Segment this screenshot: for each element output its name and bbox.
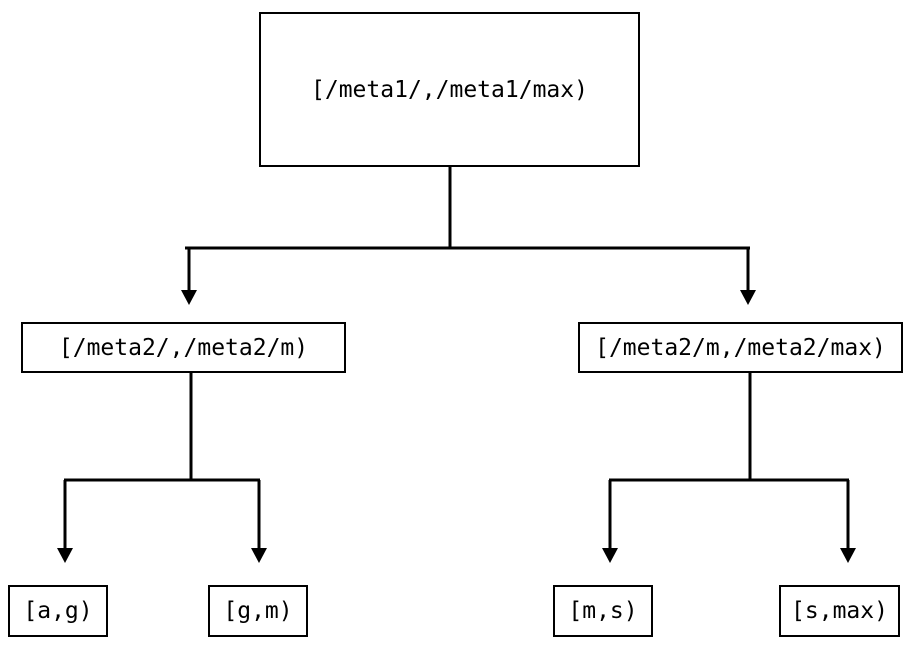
arrowhead-root-to-mid-right xyxy=(740,290,756,305)
node-leaf-a-g[interactable]: [a,g) xyxy=(8,585,108,637)
arrowhead-mid-right-to-leaf-ms xyxy=(602,548,618,563)
arrowhead-root-to-mid-left xyxy=(181,290,197,305)
node-leaf-g-m[interactable]: [g,m) xyxy=(208,585,308,637)
node-leaf-m-s-label: [m,s) xyxy=(568,598,638,624)
node-leaf-s-max-label: [s,max) xyxy=(791,598,888,624)
edge-mid-left-to-leaves-group xyxy=(57,373,267,563)
node-mid-right-label: [/meta2/m,/meta2/max) xyxy=(595,334,886,361)
arrowhead-mid-left-to-leaf-gm xyxy=(251,548,267,563)
node-leaf-s-max[interactable]: [s,max) xyxy=(779,585,900,637)
node-root-label: [/meta1/,/meta1/max) xyxy=(311,76,588,103)
node-mid-left-label: [/meta2/,/meta2/m) xyxy=(58,334,309,361)
node-leaf-g-m-label: [g,m) xyxy=(223,598,293,624)
node-leaf-a-g-label: [a,g) xyxy=(23,598,93,624)
node-leaf-m-s[interactable]: [m,s) xyxy=(553,585,653,637)
edge-root-to-mid-group xyxy=(181,167,756,305)
node-mid-left[interactable]: [/meta2/,/meta2/m) xyxy=(21,322,346,373)
node-mid-right[interactable]: [/meta2/m,/meta2/max) xyxy=(578,322,903,373)
edge-mid-right-to-leaves-group xyxy=(602,373,856,563)
arrowhead-mid-right-to-leaf-smax xyxy=(840,548,856,563)
arrowhead-mid-left-to-leaf-ag xyxy=(57,548,73,563)
node-root[interactable]: [/meta1/,/meta1/max) xyxy=(259,12,640,167)
